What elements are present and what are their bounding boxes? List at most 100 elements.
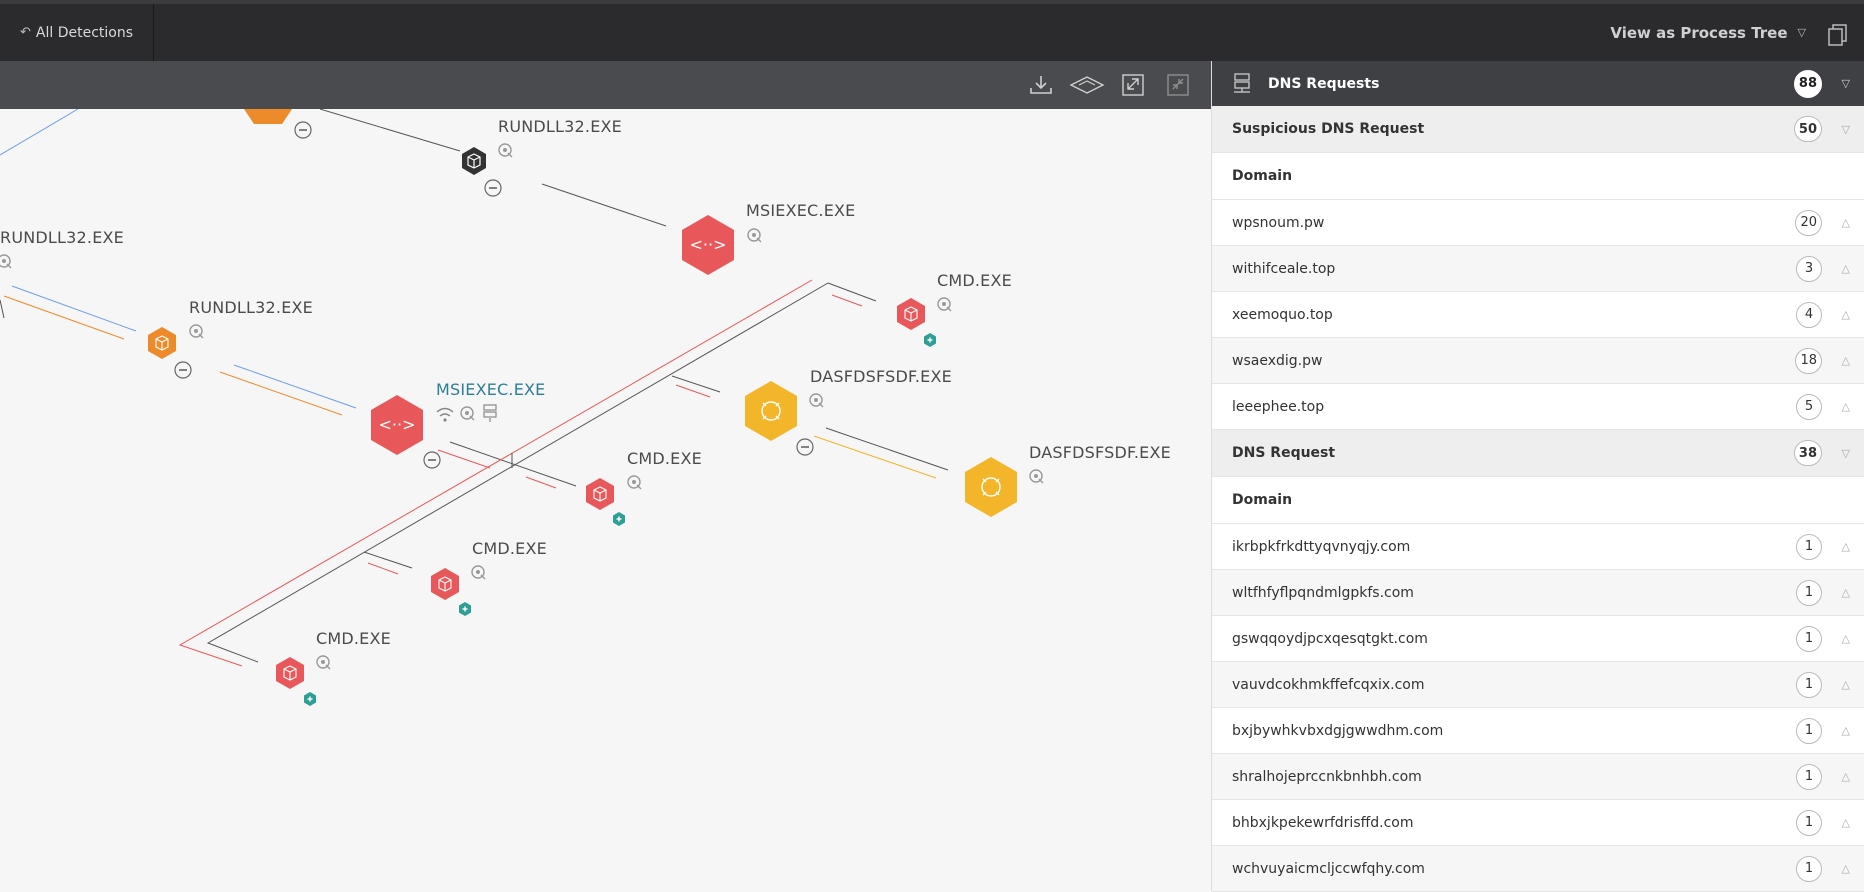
wifi-icon xyxy=(436,407,454,422)
list-item[interactable]: leeephee.top 5 △ xyxy=(1212,384,1864,430)
count-badge: 1 xyxy=(1796,855,1822,882)
view-as-label: View as Process Tree xyxy=(1610,23,1788,42)
chevron-up-icon[interactable]: △ xyxy=(1841,724,1850,737)
domain-name: bxjbywhkvbxdgjgwwdhm.com xyxy=(1232,722,1444,739)
chevron-up-icon[interactable]: △ xyxy=(1841,216,1850,229)
count-badge: 5 xyxy=(1796,393,1822,420)
process-node-dasfdsfsdf-2[interactable] xyxy=(965,457,1017,517)
chevron-up-icon[interactable]: △ xyxy=(1841,540,1850,553)
column-header-domain: Domain xyxy=(1212,153,1864,200)
node-label[interactable]: RUNDLL32.EXE xyxy=(498,117,622,136)
domain-name: vauvdcokhmkffefcqxix.com xyxy=(1232,676,1425,693)
domain-name: leeephee.top xyxy=(1232,398,1325,415)
top-bar: ↶ All Detections View as Process Tree ▽ xyxy=(0,0,1864,61)
count-badge: 1 xyxy=(1796,717,1822,744)
node-label-selected[interactable]: MSIEXEC.EXE xyxy=(436,380,546,399)
section-title: Suspicious DNS Request xyxy=(1232,121,1425,137)
count-badge: 3 xyxy=(1796,255,1822,282)
chevron-up-icon[interactable]: △ xyxy=(1841,678,1850,691)
process-node-dasfdsfsdf-1[interactable] xyxy=(745,381,797,441)
process-node-cmd-3[interactable] xyxy=(431,568,459,600)
node-label[interactable]: RUNDLL32.EXE xyxy=(0,228,124,247)
list-item[interactable]: wpsnoum.pw 20 △ xyxy=(1212,200,1864,246)
domain-name: gswqqoydjpcxqesqtgkt.com xyxy=(1232,630,1428,647)
download-icon[interactable] xyxy=(1028,73,1054,97)
list-item[interactable]: bxjbywhkvbxdgjgwwdhm.com 1 △ xyxy=(1212,708,1864,754)
dns-requests-panel: DNS Requests 88 ▽ Suspicious DNS Request… xyxy=(1211,61,1864,892)
section-count-badge: 38 xyxy=(1793,440,1822,466)
domain-name: wpsnoum.pw xyxy=(1232,214,1325,231)
copy-icon[interactable] xyxy=(1828,24,1848,46)
list-item[interactable]: gswqqoydjpcxqesqtgkt.com 1 △ xyxy=(1212,616,1864,662)
process-node-rundll32-dark[interactable] xyxy=(462,147,486,175)
all-detections-button[interactable]: ↶ All Detections xyxy=(0,4,154,61)
section-dns-request[interactable]: DNS Request 38 ▽ xyxy=(1212,430,1864,477)
list-item[interactable]: wsaexdig.pw 18 △ xyxy=(1212,338,1864,384)
expand-icon[interactable] xyxy=(1120,73,1146,97)
node-label[interactable]: MSIEXEC.EXE xyxy=(746,201,856,220)
dns-requests-header[interactable]: DNS Requests 88 ▽ xyxy=(1212,61,1864,106)
list-item[interactable]: vauvdcokhmkffefcqxix.com 1 △ xyxy=(1212,662,1864,708)
node-label[interactable]: CMD.EXE xyxy=(472,539,547,558)
domain-name: withifceale.top xyxy=(1232,260,1336,277)
count-badge: 20 xyxy=(1795,209,1822,236)
section-suspicious-dns-request[interactable]: Suspicious DNS Request 50 ▽ xyxy=(1212,106,1864,153)
process-node-cmd-1[interactable] xyxy=(897,298,925,330)
process-node-partial[interactable] xyxy=(244,109,292,124)
list-item[interactable]: bhbxjkpekewrfdrisffd.com 1 △ xyxy=(1212,800,1864,846)
column-header-domain: Domain xyxy=(1212,477,1864,524)
domain-name: wsaexdig.pw xyxy=(1232,352,1323,369)
list-item[interactable]: ikrbpkfrkdttyqvnyqjy.com 1 △ xyxy=(1212,524,1864,570)
chevron-up-icon[interactable]: △ xyxy=(1841,770,1850,783)
svg-text:<··>: <··> xyxy=(379,415,416,434)
section-title: DNS Request xyxy=(1232,445,1336,461)
process-node-rundll32-orange[interactable] xyxy=(148,327,176,359)
view-as-dropdown[interactable]: View as Process Tree ▽ xyxy=(1610,4,1806,61)
list-item[interactable]: wltfhfyflpqndmlgpkfs.com 1 △ xyxy=(1212,570,1864,616)
list-item[interactable]: withifceale.top 3 △ xyxy=(1212,246,1864,292)
all-detections-label: All Detections xyxy=(35,24,134,41)
count-badge: 1 xyxy=(1796,671,1822,698)
chevron-down-icon[interactable]: ▽ xyxy=(1841,122,1850,136)
node-label[interactable]: DASFDSFSDF.EXE xyxy=(810,367,952,386)
chevron-down-icon[interactable]: ▽ xyxy=(1841,77,1850,90)
total-count-badge: 88 xyxy=(1793,69,1822,98)
undo-icon: ↶ xyxy=(20,25,31,40)
node-label[interactable]: CMD.EXE xyxy=(627,449,702,468)
domain-name: ikrbpkfrkdttyqvnyqjy.com xyxy=(1232,538,1411,555)
column-label: Domain xyxy=(1232,492,1293,508)
chevron-up-icon[interactable]: △ xyxy=(1841,632,1850,645)
chevron-down-icon: ▽ xyxy=(1797,26,1806,39)
count-badge: 1 xyxy=(1796,809,1822,836)
list-item[interactable]: shralhojeprccnkbnhbh.com 1 △ xyxy=(1212,754,1864,800)
chevron-up-icon[interactable]: △ xyxy=(1841,354,1850,367)
process-node-cmd-2[interactable] xyxy=(586,478,614,510)
node-label[interactable]: CMD.EXE xyxy=(316,629,391,648)
chevron-up-icon[interactable]: △ xyxy=(1841,308,1850,321)
chevron-up-icon[interactable]: △ xyxy=(1841,400,1850,413)
layers-icon[interactable] xyxy=(1069,73,1105,97)
process-node-cmd-4[interactable] xyxy=(276,657,304,689)
domain-name: xeemoquo.top xyxy=(1232,306,1333,323)
count-badge: 1 xyxy=(1796,579,1822,606)
domain-name: shralhojeprccnkbnhbh.com xyxy=(1232,768,1422,785)
node-label[interactable]: RUNDLL32.EXE xyxy=(189,298,313,317)
dns-server-icon xyxy=(1234,72,1250,93)
list-item[interactable]: wchvuyaicmcljccwfqhy.com 1 △ xyxy=(1212,846,1864,892)
collapse-icon[interactable] xyxy=(1165,73,1191,97)
svg-text:<··>: <··> xyxy=(690,235,727,254)
chevron-down-icon[interactable]: ▽ xyxy=(1841,446,1850,460)
chevron-up-icon[interactable]: △ xyxy=(1841,862,1850,875)
dns-icon xyxy=(483,404,497,422)
chevron-up-icon[interactable]: △ xyxy=(1841,262,1850,275)
list-item[interactable]: xeemoquo.top 4 △ xyxy=(1212,292,1864,338)
process-node-msiexec-selected[interactable]: <··> xyxy=(371,395,423,455)
domain-name: bhbxjkpekewrfdrisffd.com xyxy=(1232,814,1414,831)
graph-canvas: <··> <··> xyxy=(0,109,1044,707)
node-label[interactable]: DASFDSFSDF.EXE xyxy=(1029,443,1171,462)
process-node-msiexec-top[interactable]: <··> xyxy=(682,215,734,275)
chevron-up-icon[interactable]: △ xyxy=(1841,816,1850,829)
count-badge: 1 xyxy=(1796,533,1822,560)
node-label[interactable]: CMD.EXE xyxy=(937,271,1012,290)
chevron-up-icon[interactable]: △ xyxy=(1841,586,1850,599)
